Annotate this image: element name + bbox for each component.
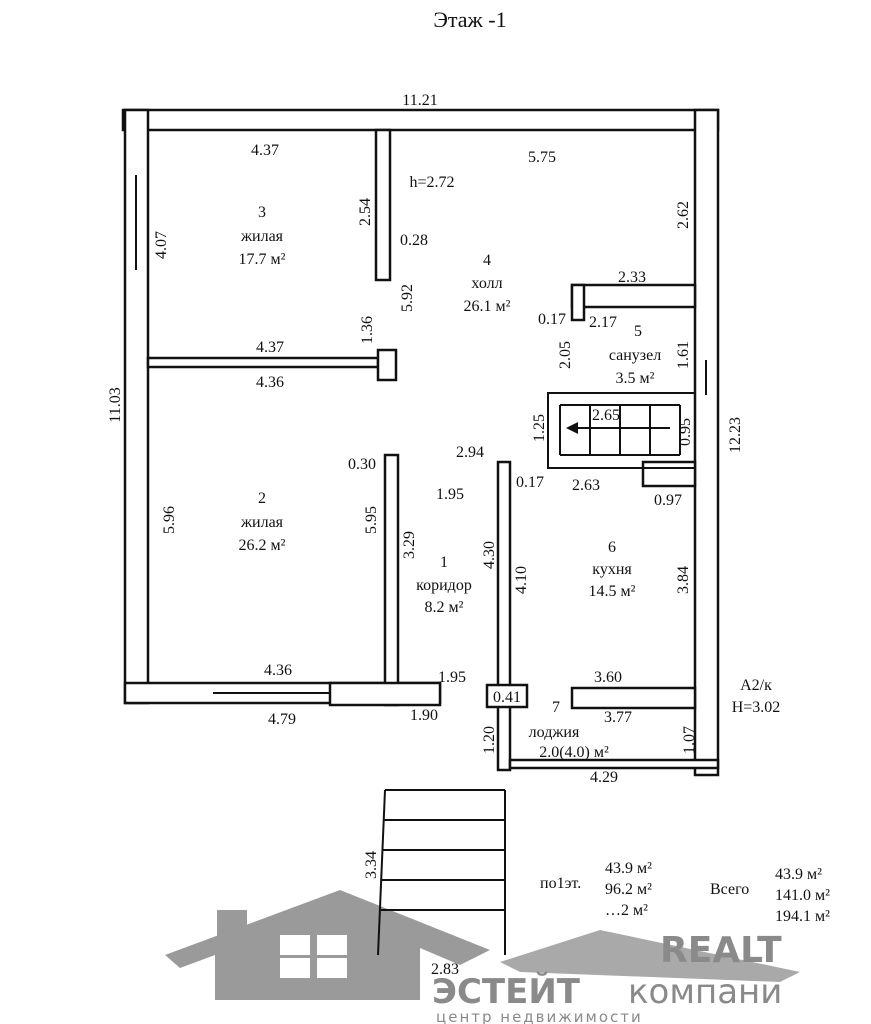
svg-text:2.54: 2.54 (357, 198, 374, 226)
svg-text:4.37: 4.37 (256, 339, 284, 356)
svg-text:2.62: 2.62 (675, 201, 692, 229)
room-7: 7 лоджия 2.0(4.0) м² (529, 699, 609, 761)
svg-text:2.17: 2.17 (589, 314, 617, 331)
watermark-realt: REALT (660, 930, 782, 971)
svg-text:коридор: коридор (416, 577, 472, 594)
watermark-brand: ЭСТЕЙТ (432, 971, 581, 1012)
svg-text:5.75: 5.75 (528, 149, 556, 166)
svg-text:2.0(4.0) м²: 2.0(4.0) м² (539, 744, 609, 761)
svg-text:194.1 м²: 194.1 м² (775, 908, 830, 925)
svg-text:1.90: 1.90 (410, 707, 438, 724)
svg-text:2.65: 2.65 (592, 407, 620, 424)
svg-text:2.05: 2.05 (557, 341, 574, 369)
svg-text:лоджия: лоджия (529, 724, 580, 741)
svg-text:по1эт.: по1эт. (540, 875, 581, 892)
room-3: 3 жилая 17.7 м² (239, 204, 286, 268)
area-summary: по1эт. 43.9 м² 96.2 м² …2 м² Всего 43.9 … (540, 860, 830, 925)
svg-text:4.07: 4.07 (153, 231, 170, 259)
svg-text:3.77: 3.77 (604, 709, 632, 726)
svg-text:17.7 м²: 17.7 м² (239, 251, 286, 268)
svg-text:1.61: 1.61 (675, 341, 692, 369)
svg-text:3: 3 (258, 204, 266, 221)
svg-text:26.1 м²: 26.1 м² (464, 298, 511, 315)
svg-text:1.07: 1.07 (681, 726, 698, 754)
svg-text:11.21: 11.21 (402, 92, 437, 109)
svg-text:2: 2 (258, 490, 266, 507)
room-6: 6 кухня 14.5 м² (589, 539, 636, 600)
room-5: 5 санузел 3.5 м² (609, 323, 661, 387)
svg-text:14.5 м²: 14.5 м² (589, 583, 636, 600)
watermark-tagline: центр недвижимости (436, 1008, 643, 1024)
svg-text:жилая: жилая (240, 514, 284, 531)
svg-text:11.03: 11.03 (107, 387, 124, 422)
svg-text:6: 6 (608, 539, 616, 556)
room-1: 1 коридор 8.2 м² (416, 554, 472, 616)
svg-text:4.37: 4.37 (251, 142, 279, 159)
svg-text:h=2.72: h=2.72 (409, 174, 454, 191)
svg-text:96.2 м²: 96.2 м² (605, 881, 652, 898)
svg-text:0.17: 0.17 (538, 311, 566, 328)
svg-text:…2 м²: …2 м² (605, 902, 648, 919)
svg-text:1: 1 (440, 554, 448, 571)
svg-text:4.79: 4.79 (268, 711, 296, 728)
svg-text:0.97: 0.97 (654, 492, 682, 509)
svg-text:5.92: 5.92 (399, 284, 416, 312)
svg-text:5.96: 5.96 (161, 506, 178, 534)
height-label: H=3.02 (732, 699, 781, 716)
svg-text:7: 7 (552, 699, 560, 716)
svg-text:4.30: 4.30 (481, 541, 498, 569)
watermark-brand-2: компани (628, 972, 782, 1012)
svg-text:4.36: 4.36 (264, 662, 292, 679)
svg-text:2.33: 2.33 (618, 269, 646, 286)
svg-text:3.5 м²: 3.5 м² (616, 370, 655, 387)
svg-text:4: 4 (483, 252, 491, 269)
room-2: 2 жилая 26.2 м² (239, 490, 286, 554)
svg-text:холл: холл (471, 275, 502, 292)
svg-text:санузел: санузел (609, 347, 661, 364)
svg-text:0.41: 0.41 (493, 689, 521, 706)
svg-text:2.94: 2.94 (456, 444, 484, 461)
svg-text:4.36: 4.36 (256, 374, 284, 391)
svg-text:3.60: 3.60 (594, 669, 622, 686)
svg-text:1.20: 1.20 (481, 726, 498, 754)
svg-text:кухня: кухня (592, 561, 632, 578)
watermark-logo (165, 890, 800, 1000)
plan-title: Этаж -1 (433, 7, 506, 32)
class-label: А2/к (740, 677, 772, 694)
svg-text:2.83: 2.83 (431, 961, 459, 978)
svg-text:4.10: 4.10 (513, 566, 530, 594)
svg-text:12.23: 12.23 (727, 417, 744, 453)
room-4: 4 холл 26.1 м² (464, 252, 511, 315)
entrance-steps (377, 789, 506, 956)
svg-text:5.95: 5.95 (363, 506, 380, 534)
svg-text:жилая: жилая (240, 228, 284, 245)
svg-text:141.0 м²: 141.0 м² (775, 887, 830, 904)
svg-text:5: 5 (634, 323, 642, 340)
dimensions: 11.21 4.37 5.75 h=2.72 2.54 2.62 4.07 0.… (107, 92, 744, 978)
svg-text:1.95: 1.95 (438, 669, 466, 686)
svg-text:2.63: 2.63 (572, 477, 600, 494)
svg-text:43.9 м²: 43.9 м² (605, 860, 652, 877)
svg-text:1.36: 1.36 (359, 316, 376, 344)
svg-text:26.2 м²: 26.2 м² (239, 537, 286, 554)
column-box (485, 683, 529, 709)
svg-text:0.17: 0.17 (516, 474, 544, 491)
svg-text:43.9 м²: 43.9 м² (775, 866, 822, 883)
svg-text:3.34: 3.34 (363, 851, 380, 879)
svg-text:4.29: 4.29 (590, 769, 618, 786)
svg-text:0.30: 0.30 (348, 456, 376, 473)
svg-text:0.95: 0.95 (677, 418, 694, 446)
svg-text:3.84: 3.84 (675, 566, 692, 594)
svg-text:3.29: 3.29 (401, 531, 418, 559)
svg-text:8.2 м²: 8.2 м² (425, 599, 464, 616)
svg-text:1.95: 1.95 (436, 486, 464, 503)
svg-text:1.25: 1.25 (531, 414, 548, 442)
room-labels: 3 жилая 17.7 м² 4 холл 26.1 м² 5 санузел 3.5 м… (239, 204, 781, 761)
svg-text:Всего: Всего (710, 881, 749, 898)
stairs (547, 392, 696, 469)
watermark-text: REALT ЭСТЕЙТ компани центр недвижимости (432, 930, 782, 1024)
walls (121, 108, 720, 777)
svg-text:0.28: 0.28 (400, 232, 428, 249)
